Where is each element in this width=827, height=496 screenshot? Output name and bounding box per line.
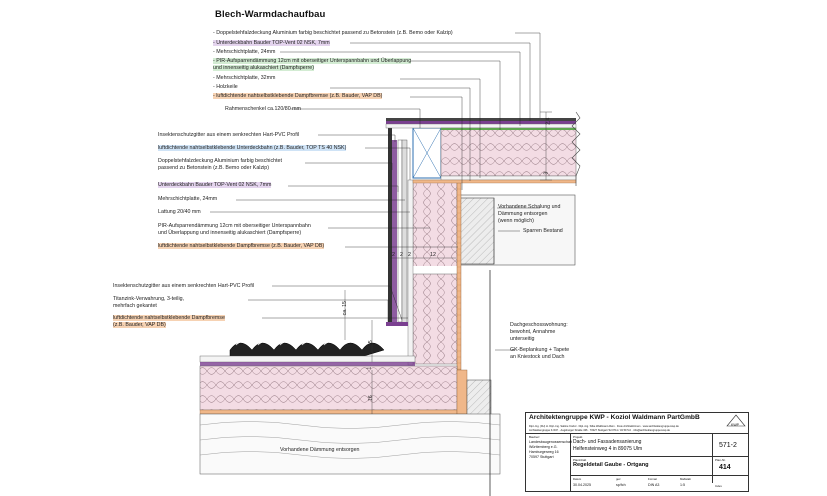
project-label: Projekt <box>573 435 583 439</box>
existing-rafter <box>457 197 495 265</box>
page-title: Blech-Warmdachaufbau <box>215 9 326 20</box>
layer-label: Doppelstehfalzdeckung Aluminium farbig b… <box>158 158 282 164</box>
plan-label: Planinhalt <box>573 458 587 462</box>
dim-label: 2 <box>392 252 395 258</box>
layer-label: (z.B. Bauder, VAP DB) <box>113 322 166 329</box>
project-line: Dach- und Fassadensanierung <box>573 439 642 445</box>
layer-label: - luftdichtende nahtselbstklebende Dampf… <box>213 93 383 100</box>
dim-label: 15 <box>367 340 374 347</box>
schalung-label: Dämmung entsorgen <box>498 211 548 217</box>
layer-label: und innenseitig alukaschiert (Dampfsperr… <box>213 65 314 72</box>
dim-label: 2,4 <box>545 117 552 125</box>
footer-value: 1:5 <box>680 483 685 487</box>
firm-name: Architektengruppe KWP - Koziol Waldmann … <box>529 414 700 421</box>
firm-address: Architektengruppe K.W.P. · Augsburger St… <box>529 429 670 432</box>
client-line: Hamburgerweg 16 <box>529 450 559 454</box>
layer-label: - Holzkeile <box>213 84 238 90</box>
plan-number: 414 <box>719 464 731 471</box>
footer-label: gez. <box>616 477 622 481</box>
layer-label: mehrfach gekantet <box>113 303 157 309</box>
client-line: Landesbaugenossenschaft <box>529 440 572 444</box>
layer-label: luftdichtende nahtselbstklebende Dampfbr… <box>113 315 225 322</box>
client-label: Bauherr <box>529 435 540 439</box>
dg-line: unterseitig <box>510 336 535 342</box>
schalung-label: Vorhandene Schalung und <box>498 204 561 210</box>
firm-partners: Dipl.-Ing. (FH) H. Dipl.-Ing. Sabine Koz… <box>529 425 679 428</box>
lower-flashing <box>386 322 408 326</box>
dg-line: GK-Beplankung + Tapete <box>510 347 570 353</box>
footer-value: DIN A3 <box>648 483 660 487</box>
layer-label: Unterdeckbahn Bauder TOP-Vent 02 NSK, 7m… <box>158 182 272 189</box>
footer-label: Maßstab <box>680 477 691 481</box>
layer-label: - PIR-Aufsparrendämmung 12cm mit obersei… <box>213 58 412 65</box>
dim-label: 16 <box>367 395 374 402</box>
layer-label: luftdichtende nahtselbstklebende Unterde… <box>158 145 347 152</box>
client-line: 70597 Stuttgart <box>529 455 554 459</box>
layer-label: luftdichtende nahtselbstklebende Dampfbr… <box>158 243 325 250</box>
footer-value: 30.04.2025 <box>573 483 591 487</box>
dim-label: 2 <box>408 252 411 258</box>
layer-label: - Mehrschichtplatte, 24mm <box>213 49 276 55</box>
lower-roof-insulation <box>199 365 458 411</box>
layer-label: passend zu Betonstein (z.B. Bemo oder Ka… <box>158 165 269 171</box>
footer-label: Datum <box>573 477 582 481</box>
dim-label: 1 <box>366 366 373 370</box>
footer-value: sp/fch <box>616 483 626 487</box>
dim-label: 12 <box>430 252 436 258</box>
dim-label: ca. 15 <box>342 300 349 316</box>
footer-label: Index <box>715 484 722 488</box>
project-line: Helfensteinweg 4 in 89075 Ulm <box>573 446 643 452</box>
layer-label: Lattung 20/40 mm <box>158 209 201 215</box>
footer-label: Format <box>648 477 657 481</box>
existing-insulation-label: Vorhandene Dämmung entsorgen <box>280 447 360 453</box>
layer-label: Mehrschichtplatte, 24mm <box>158 196 218 202</box>
dg-line: bewohnt, Annahme <box>510 329 556 335</box>
plan-no-label: Plan-Nr. <box>715 458 726 462</box>
roof-underlay <box>386 121 576 124</box>
roof-metal <box>386 118 576 121</box>
sparren-label: Sparren Bestand <box>523 228 563 234</box>
dim-label: 2 <box>400 252 403 258</box>
dg-line: an Kniestock und Dach <box>510 354 565 360</box>
gable-insulation-lower <box>412 273 458 365</box>
project-number: 571-2 <box>719 442 737 449</box>
dg-line: Dachgeschosswohnung: <box>510 322 568 328</box>
layer-label: PIR-Aufsparrendämmung 12cm mit oberseiti… <box>158 223 311 229</box>
logo: KWP <box>726 414 746 428</box>
title-block: Architektengruppe KWP - Koziol Waldmann … <box>525 412 749 492</box>
layer-label: Insektenschutzgitter aus einem senkrecht… <box>113 283 255 289</box>
logo-text: KWP <box>731 423 739 427</box>
dim-label: 3 <box>543 171 550 175</box>
layer-label: Insektenschutzgitter aus einem senkrecht… <box>158 132 300 138</box>
layer-label: Titanzink-Verwahrung, 3-teilig, <box>113 296 185 302</box>
existing-insulation <box>199 413 501 475</box>
layer-label: - Unterdeckbahn Bauder TOP-Vent 02 NSK, … <box>213 40 330 47</box>
layer-label: - Mehrschichtplatte, 32mm <box>213 75 276 81</box>
layer-label: und Überlappung und innenseitig alukasch… <box>158 230 302 236</box>
roof-insulation <box>440 127 577 177</box>
schalung-label: (wenn möglich) <box>498 218 534 224</box>
layer-label: - Doppelstehfalzdeckung Aluminium farbig… <box>213 30 453 36</box>
plan-title: Regeldetail Gaube - Ortgang <box>573 462 649 468</box>
frame-label: Rahmenschenkel ca.120/80 mm <box>225 106 301 112</box>
client-line: Württemberg e.G. <box>529 445 558 449</box>
